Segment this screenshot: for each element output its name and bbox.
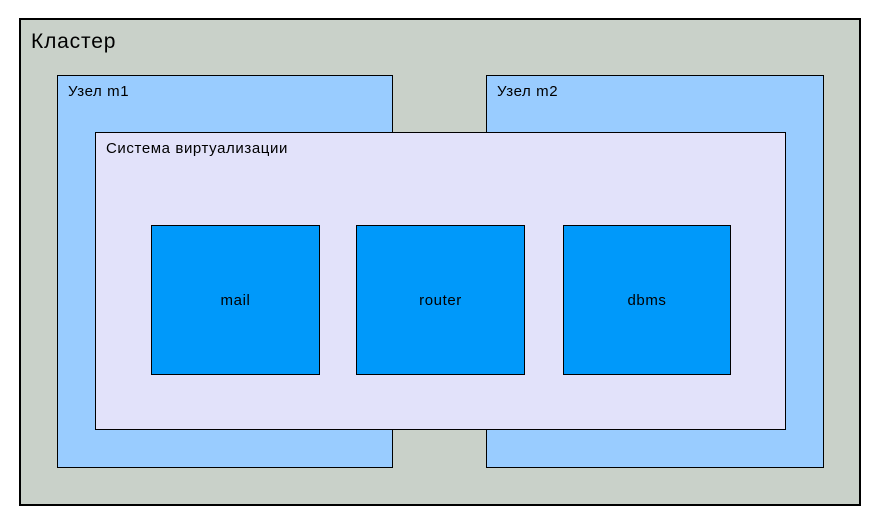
vm-box-dbms: dbms — [563, 225, 731, 375]
vm-label-mail: mail — [220, 291, 251, 309]
cluster-label: Кластер — [31, 30, 117, 53]
vm-box-mail: mail — [151, 225, 320, 375]
virtualization-label: Система виртуализации — [106, 140, 288, 157]
virtualization-box: Система виртуализации mail router dbms — [95, 132, 786, 430]
vm-label-router: router — [419, 291, 462, 309]
node-m2-label: Узел m2 — [497, 83, 559, 100]
vm-label-dbms: dbms — [627, 291, 667, 309]
vm-box-router: router — [356, 225, 525, 375]
node-m1-label: Узел m1 — [68, 83, 130, 100]
